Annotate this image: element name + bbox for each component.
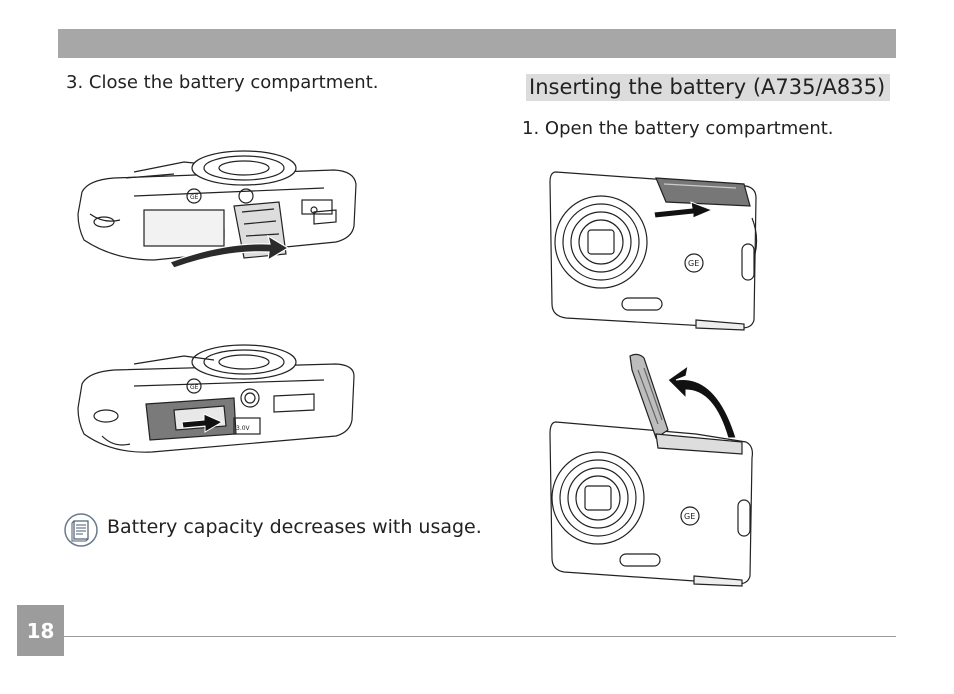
battery-note: Battery capacity decreases with usage. [107, 516, 482, 538]
step-3-text: 3. Close the battery compartment. [66, 72, 379, 93]
step-1-text: 1. Open the battery compartment. [522, 118, 834, 139]
header-bar [58, 29, 896, 58]
svg-text:GE: GE [688, 259, 699, 268]
note-icon [64, 513, 98, 547]
section-title: Inserting the battery (A735/A835) [526, 74, 890, 101]
page-number: 18 [17, 605, 64, 656]
svg-text:GE: GE [190, 384, 199, 391]
svg-text:GE: GE [684, 512, 695, 521]
footer-divider [64, 636, 896, 637]
figure-close-door: GE [77, 150, 357, 269]
svg-text:3.0V: 3.0V [236, 425, 251, 432]
figure-door-closed: GE 3.0V [77, 344, 355, 453]
svg-text:GE: GE [190, 194, 199, 201]
figure-door-open: GE [549, 353, 753, 587]
figure-open-latch: GE [549, 171, 758, 331]
